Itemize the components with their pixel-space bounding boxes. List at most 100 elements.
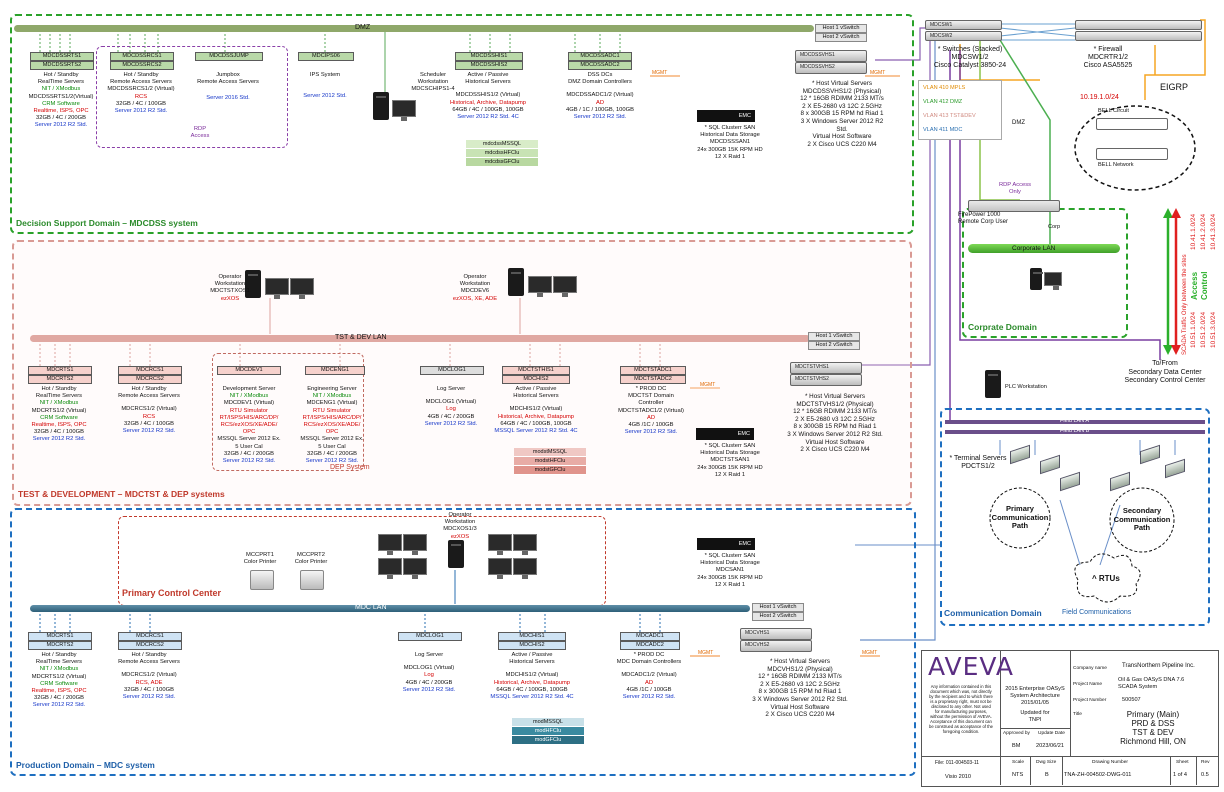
title-label: Title [1073, 712, 1082, 717]
dss-jump-label: MDCDSSJUMP [195, 52, 263, 61]
scheduler-monitor-icon [392, 100, 416, 121]
tst-host1-server: MDCTSTVHS1 [790, 362, 862, 374]
approved-by-value: BM [1012, 743, 1021, 749]
prod-mgmt-right: MGMT [862, 650, 878, 656]
prod-gfclu: modGFClu [512, 736, 584, 745]
corp-label: Corp [1048, 224, 1061, 230]
prod-mssql: modMSSQL [512, 718, 584, 727]
tst-log-label: MDCLOG1 [420, 366, 484, 375]
switch2-icon: MDCSW2 [925, 31, 1002, 41]
bottom-col-3 [1062, 756, 1063, 785]
dss-mssql: mdcdssMSSQL [466, 140, 538, 149]
tst-op1-monitor2-icon [290, 278, 314, 299]
sheet-value: 1 of 4 [1173, 772, 1187, 778]
firewall1-icon [1075, 20, 1202, 30]
dss-adc2-label: MDCDSSADC2 [568, 61, 632, 70]
vlan-410: VLAN 410 MPLS [923, 85, 966, 91]
tst-rts2-label: MDCRTS2 [28, 375, 92, 384]
logo-cell [922, 650, 1001, 756]
bottom-col-2 [1030, 756, 1031, 785]
vlan-413: VLAN 413 TST&DEV [923, 113, 976, 119]
dss-host2-server: MDCDSSVHS2 [795, 62, 867, 74]
tst-rcs1-label: MDCRCS1 [118, 366, 182, 375]
bell-network-cloud [1074, 105, 1196, 191]
firepower-icon [968, 200, 1060, 212]
tst-db-stack: modstMSSQL modstHFClu modstGFClu [514, 448, 586, 475]
bell-network-icon [1096, 148, 1168, 160]
prod-monitor-5-icon [488, 534, 512, 555]
dss-rcs2-label: MDCDSSRCS2 [110, 61, 174, 70]
prod-host1-server: MDCVHS1 [740, 628, 812, 640]
prod-rts2-label: MDCRTS2 [28, 641, 92, 650]
tst-op2-tower-icon [508, 268, 524, 296]
scale-label: Scale [1012, 760, 1024, 765]
corp-lan-label: Corporate LAN [1012, 245, 1056, 252]
sheet-label: Sheet [1176, 760, 1189, 765]
prod-monitor-6-icon [513, 534, 537, 555]
dmz-lan-bar [14, 25, 814, 32]
corp-lan-bar [968, 244, 1120, 253]
company-name-value: TransNorthern Pipeline Inc. [1122, 663, 1195, 669]
visio-label: Visio 2010 [945, 774, 972, 780]
plc-label: PLC Workstation [1005, 384, 1047, 390]
subnet-green-3: 10.41.3.0/24 [1210, 213, 1217, 250]
access-label: Access [1190, 271, 1199, 300]
tst-adc2-label: MDCTSTADC2 [620, 375, 686, 384]
tst-his2-label: MDCHIS2 [502, 375, 570, 384]
dss-hfclu: mdcdssHFClu [466, 149, 538, 158]
file-label: File: 011-004503-11 [935, 760, 980, 766]
subnet-green-1: 10.41.1.0/24 [1190, 213, 1197, 250]
bottom-col-4 [1170, 756, 1171, 785]
tst-op2-monitor-icon [528, 276, 552, 297]
prod-monitor-4-icon [403, 558, 427, 579]
project-name-label: Project Name [1073, 682, 1103, 687]
drawing-number-value: TNA-ZH-004502-DWG-011 [1064, 772, 1132, 778]
scale-value: NTS [1012, 772, 1024, 778]
tst-domain-title: TEST & DEVELOPMENT – MDCTST & DEP system… [18, 489, 225, 499]
prod-host2-vswitch: Host 2 vSwitch [752, 612, 804, 621]
plc-tower-icon [985, 370, 1001, 398]
tst-lan-bar [30, 335, 810, 342]
control-label: Control [1200, 271, 1209, 300]
field-lan-a-label: Field LAN A [1060, 418, 1090, 424]
eigrp-label: EIGRP [1160, 82, 1189, 92]
tst-his1-label: MDCTSTHIS1 [502, 366, 570, 375]
prod-san-icon: EMC [697, 538, 755, 550]
vlan-412: VLAN 412 DMZ [923, 99, 963, 105]
prod-rcs1-label: MDCRCS1 [118, 632, 182, 641]
tst-dev-label: MDCDEV1 [217, 366, 281, 375]
dss-host1-server: MDCDSSVHS1 [795, 50, 867, 62]
subnet-red-1: 10.51.1.0/24 [1190, 311, 1197, 348]
prod-monitor-3-icon [378, 558, 402, 579]
corp-monitor-icon [1044, 272, 1062, 290]
bottom-col-1 [1000, 756, 1001, 785]
tst-host1-vswitch: Host 1 vSwitch [808, 332, 860, 341]
tst-rcs2-label: MDCRCS2 [118, 375, 182, 384]
dwg-size-value: B [1045, 772, 1049, 778]
dwg-size-label: Dwg Size [1036, 760, 1057, 765]
rtu-cloud [1074, 553, 1141, 603]
scada-traffic-label: SCADA Traffic Only between the sites [1182, 254, 1188, 355]
dss-db-stack: mdcdssMSSQL mdcdssHFClu mdcdssGFClu [466, 140, 538, 167]
corp-tower-icon [1030, 268, 1043, 290]
update-date-label: Update Date [1038, 731, 1065, 736]
tst-mgmt-left: MGMT [700, 382, 716, 388]
approval-divider [1000, 728, 1070, 729]
prod-monitor-7-icon [488, 558, 512, 579]
bell-network-label: BELL Network [1098, 162, 1134, 168]
